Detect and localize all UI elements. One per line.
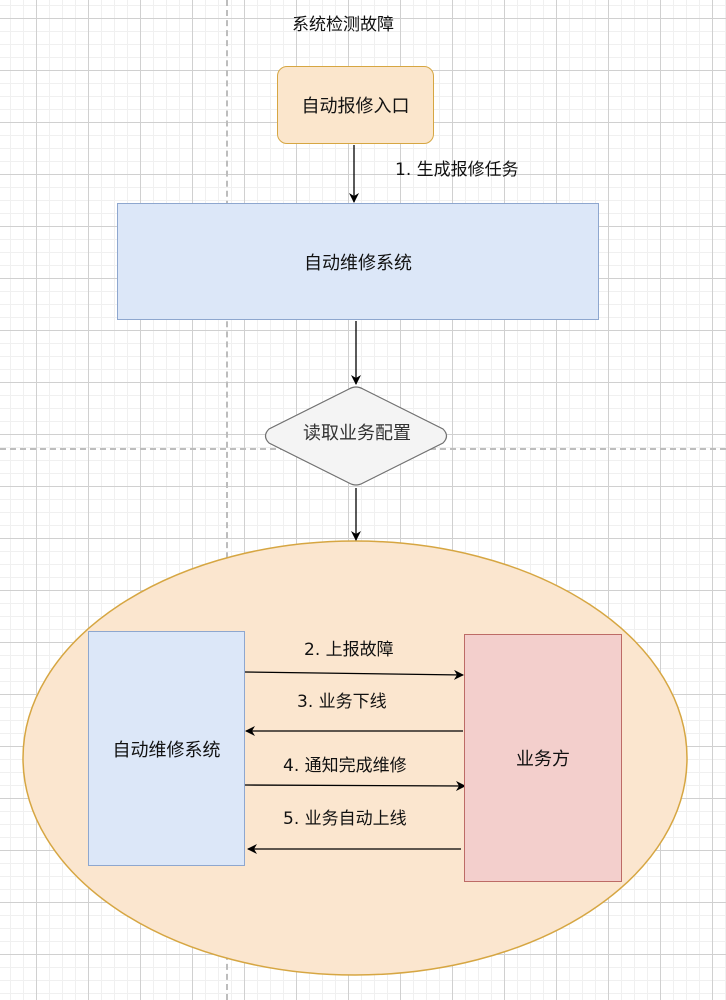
diagram-title: 系统检测故障 [292, 15, 394, 35]
business-node[interactable]: 业务方 [464, 634, 622, 882]
repair-system-node[interactable]: 自动维修系统 [117, 203, 599, 320]
decision-diamond[interactable] [264, 386, 448, 486]
edge-label-step3: 3. 业务下线 [297, 692, 387, 712]
repair-system-node-label: 自动维修系统 [304, 252, 412, 274]
decision-node-label: 读取业务配置 [303, 423, 411, 444]
entry-node[interactable]: 自动报修入口 [277, 66, 434, 144]
business-node-label: 业务方 [516, 749, 570, 770]
repair-system-inner-node[interactable]: 自动维修系统 [88, 631, 245, 866]
arrow-step2-report-fault[interactable] [244, 669, 464, 680]
edge-label-step4: 4. 通知完成维修 [283, 756, 407, 776]
edge-label-step2: 2. 上报故障 [304, 640, 394, 660]
page-break-vertical [226, 0, 228, 1000]
edge-label-step5: 5. 业务自动上线 [283, 809, 407, 829]
repair-system-inner-label: 自动维修系统 [112, 739, 221, 761]
entry-node-label: 自动报修入口 [301, 96, 410, 117]
arrow-step4-notify-done[interactable] [244, 780, 466, 791]
edge-label-step1: 1. 生成报修任务 [395, 160, 519, 180]
